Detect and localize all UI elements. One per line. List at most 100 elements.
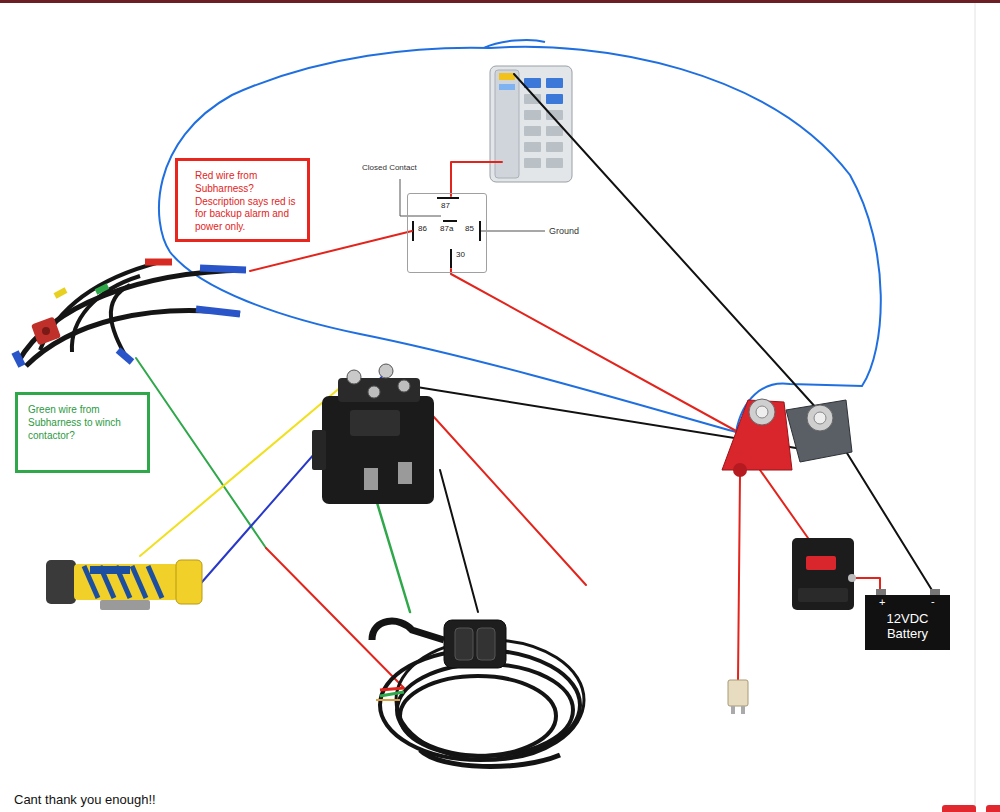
box-text: Green wire from Subharness to winch cont… <box>28 404 139 442</box>
pin-number: 85 <box>465 225 474 233</box>
relay-contacts <box>450 249 452 268</box>
winch-contactor <box>322 396 434 504</box>
note-text: Cant thank you enough!! <box>14 793 156 806</box>
inline-fuse <box>741 706 745 714</box>
fuse-block <box>499 73 515 80</box>
subharness <box>55 290 66 296</box>
relay-contacts <box>413 198 480 268</box>
highlight-outline <box>159 40 881 432</box>
pin-number: 30 <box>456 251 465 259</box>
winch-contactor <box>368 386 380 398</box>
pin-number: 87a <box>440 225 453 233</box>
subharness <box>15 352 22 366</box>
wires <box>760 470 808 538</box>
wires <box>140 376 354 556</box>
page-frame <box>942 805 976 812</box>
fuse-block <box>546 78 563 88</box>
fuse-block <box>524 142 541 152</box>
callout-label: Closed Contact <box>362 164 417 172</box>
bus-bar <box>722 399 852 477</box>
subharness <box>96 286 108 292</box>
winch <box>46 560 76 604</box>
fuse-block <box>546 158 563 168</box>
winch <box>74 564 178 600</box>
winch-contactor <box>398 462 412 484</box>
switch-harness <box>380 692 404 696</box>
fuse-block <box>524 126 541 136</box>
pin-number: 86 <box>418 225 427 233</box>
subharness <box>42 327 50 335</box>
subharness <box>200 268 246 270</box>
winch-contactor <box>350 410 400 436</box>
switch-harness <box>376 699 400 701</box>
wires <box>136 74 935 688</box>
box-text: Red wire from Subharness? Description sa… <box>195 170 299 234</box>
page-frame <box>975 3 976 812</box>
ground-wire <box>481 230 545 232</box>
subharness <box>72 276 140 352</box>
bus-bar <box>749 399 775 425</box>
circuit-breaker <box>806 556 836 570</box>
relay-contacts <box>443 220 457 222</box>
wires <box>266 548 404 688</box>
switch-harness <box>372 621 444 640</box>
page-frame <box>986 805 1000 812</box>
wires <box>440 470 478 612</box>
callout-box: Green wire from Subharness to winch cont… <box>15 392 150 473</box>
relay-contacts <box>479 221 481 241</box>
bus-bar <box>814 412 826 424</box>
subharness <box>196 309 240 314</box>
winch <box>84 566 162 598</box>
highlight-outline <box>159 40 881 432</box>
circuit-breaker <box>848 574 856 582</box>
ground-wire <box>481 231 545 232</box>
winch-contactor <box>312 430 326 470</box>
switch-harness <box>477 628 495 660</box>
winch-contactor <box>398 380 410 392</box>
bus-bar <box>733 463 747 477</box>
fuse-block <box>546 94 563 104</box>
winch <box>100 600 150 610</box>
fuse-block <box>499 84 515 90</box>
wires <box>514 74 818 410</box>
signal-label: Ground <box>549 227 579 236</box>
wires <box>738 476 740 680</box>
switch-harness <box>444 620 506 668</box>
subharness <box>118 350 132 362</box>
terminal-sign: - <box>931 596 935 607</box>
switch-harness <box>455 628 473 660</box>
pin-number: 87 <box>441 202 450 210</box>
wires <box>136 358 266 548</box>
circuit-breaker <box>792 538 854 610</box>
subharness <box>31 317 61 346</box>
switch-harness <box>372 620 584 766</box>
winch-contactor <box>347 370 361 384</box>
switch-harness <box>380 688 404 690</box>
battery-box: + - 12VDC Battery <box>865 595 950 650</box>
relay-contacts <box>437 197 459 199</box>
winch <box>90 566 130 574</box>
subharness <box>15 262 246 366</box>
wires <box>451 162 502 196</box>
inline-fuse <box>728 680 748 706</box>
winch-contactor <box>364 468 378 490</box>
bus-bar <box>756 406 768 418</box>
subharness <box>145 259 172 266</box>
terminal-sign: + <box>879 597 885 608</box>
bus-bar <box>722 400 792 470</box>
box-text: 12VDC Battery <box>869 612 946 642</box>
relay-box: 87 87a 86 85 30 <box>407 193 487 273</box>
circuit-breaker <box>792 538 856 610</box>
circuit-breaker <box>798 588 848 602</box>
bus-bar <box>786 400 852 462</box>
winch-contactor <box>312 364 434 504</box>
wires <box>451 269 738 432</box>
page-frame <box>0 0 1000 3</box>
fuse-block <box>524 110 541 120</box>
